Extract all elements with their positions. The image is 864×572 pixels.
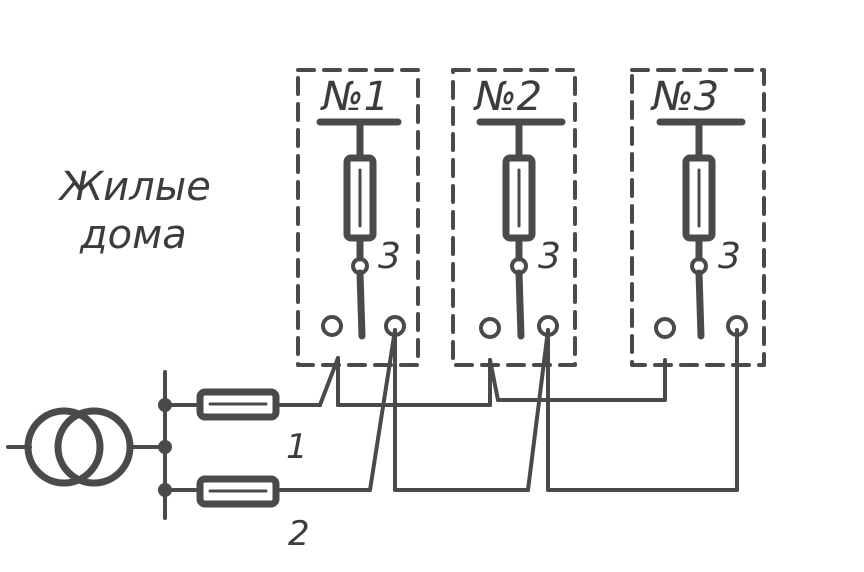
house-2-panel: №2 3 xyxy=(451,68,577,367)
house-2-fuse-label: 3 xyxy=(538,236,561,277)
busbar-node-center xyxy=(158,440,172,454)
caption-line-2: дома xyxy=(79,212,187,258)
feeder-2-riser-2 xyxy=(526,328,550,492)
feeder-2: 2 xyxy=(163,328,739,554)
house-1-terminal-2 xyxy=(384,315,406,337)
house-1-label: №1 xyxy=(320,74,389,120)
house-1-border xyxy=(296,68,420,367)
house-2-switch-blade xyxy=(515,269,525,340)
house-2-label: №2 xyxy=(473,74,542,120)
transformer-symbol xyxy=(6,407,167,487)
house-3-terminal-1 xyxy=(654,317,676,339)
house-2-border xyxy=(451,68,577,367)
house-1-switch-blade xyxy=(356,269,366,340)
feeder-1: 1 xyxy=(163,356,667,467)
caption-line-1: Жилые xyxy=(57,164,211,210)
house-1-panel: №1 3 xyxy=(296,68,420,367)
busbar xyxy=(158,370,172,520)
house-3-terminal-2 xyxy=(726,315,748,337)
house-3-border xyxy=(630,68,766,367)
house-3-panel: №3 3 xyxy=(630,68,766,367)
feeder-2-riser-1 xyxy=(368,328,397,492)
feeder-1-label: 1 xyxy=(286,427,308,467)
house-3-switch-blade xyxy=(695,269,705,340)
house-1-terminal-1 xyxy=(321,315,343,337)
house-2-terminal-1 xyxy=(479,317,501,339)
house-3-label: №3 xyxy=(650,74,719,120)
house-2-terminal-2 xyxy=(537,315,559,337)
feeder-2-label: 2 xyxy=(288,514,310,554)
transformer-coil-1 xyxy=(24,407,104,487)
house-1-fuse-label: 3 xyxy=(378,236,401,277)
house-3-fuse-label: 3 xyxy=(718,236,741,277)
